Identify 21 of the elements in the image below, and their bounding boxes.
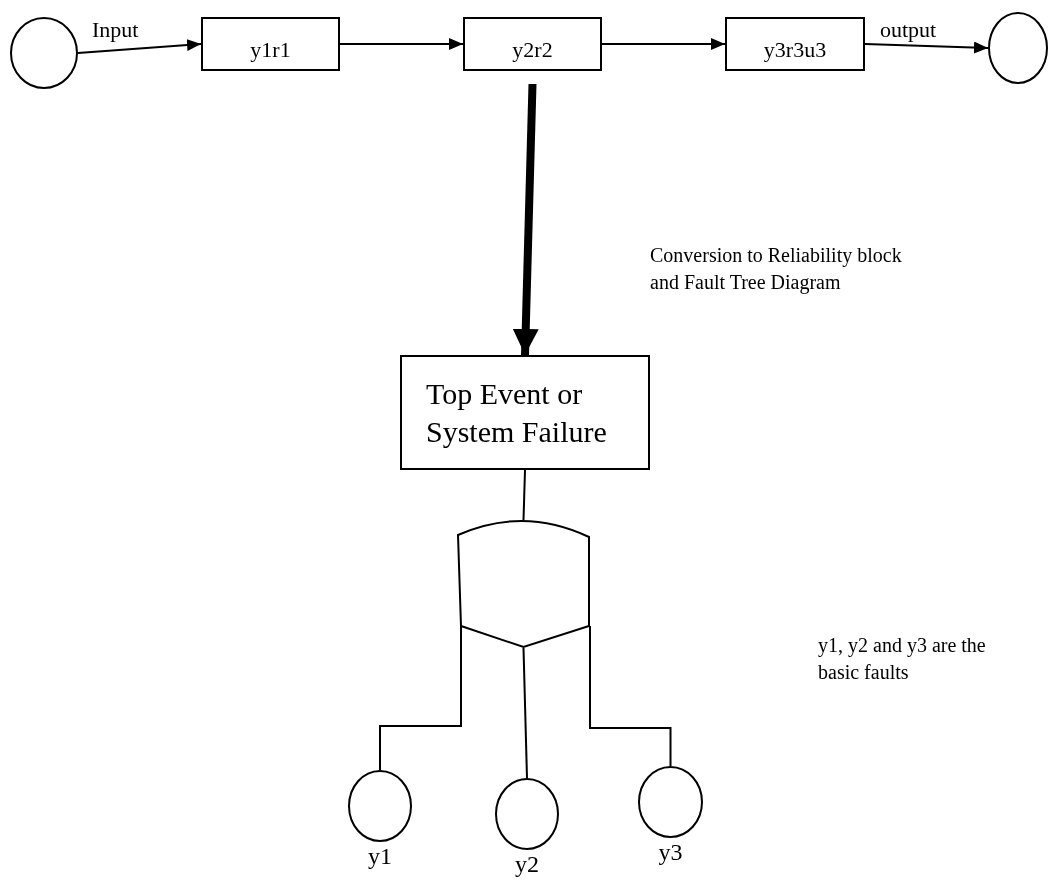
- arrow: [601, 38, 726, 50]
- note-text: Conversion to Reliability block and Fault Tree Diagram: [650, 243, 903, 296]
- arrow: [864, 41, 989, 54]
- connector-line: [522, 647, 528, 779]
- note-text: y1, y2 and y3 are the basic faults: [818, 633, 987, 685]
- process-box: y1r1: [201, 17, 340, 71]
- process-box: y2r2: [463, 17, 602, 71]
- circle-symbol: [10, 17, 78, 89]
- circle-symbol: [988, 12, 1048, 84]
- process-box: y3r3u3: [725, 17, 865, 71]
- arrow: [512, 83, 539, 356]
- fault-label: y2: [515, 852, 539, 878]
- connector-line: [589, 625, 672, 767]
- arrow: [77, 39, 202, 54]
- connector-line: [522, 469, 526, 521]
- fault-label: y1: [368, 844, 392, 870]
- arrow: [339, 38, 464, 50]
- fault-label: y3: [658, 840, 683, 866]
- top-event-box: Top Event or System Failure: [400, 355, 650, 470]
- or-gate-symbol: [457, 520, 590, 648]
- connector-line: [379, 625, 462, 771]
